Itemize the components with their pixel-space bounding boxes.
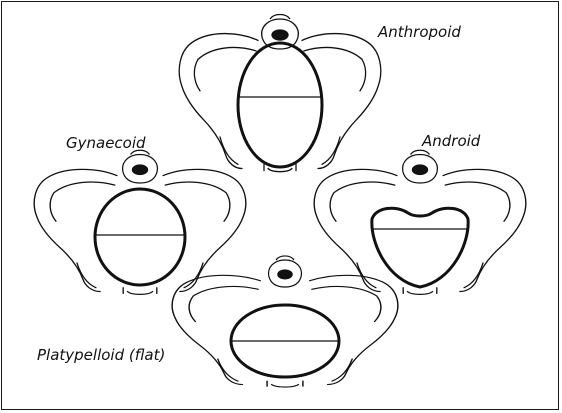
android-pelvis [314, 150, 526, 294]
label-anthropoid: Anthropoid [378, 25, 461, 40]
platypelloid-pelvis [172, 256, 398, 387]
label-android: Android [422, 134, 480, 149]
gynaecoid-pelvis [34, 150, 246, 294]
anthropoid-pelvis [179, 15, 381, 172]
label-platypelloid: Platypelloid (flat) [37, 348, 165, 363]
label-gynaecoid: Gynaecoid [66, 136, 146, 151]
